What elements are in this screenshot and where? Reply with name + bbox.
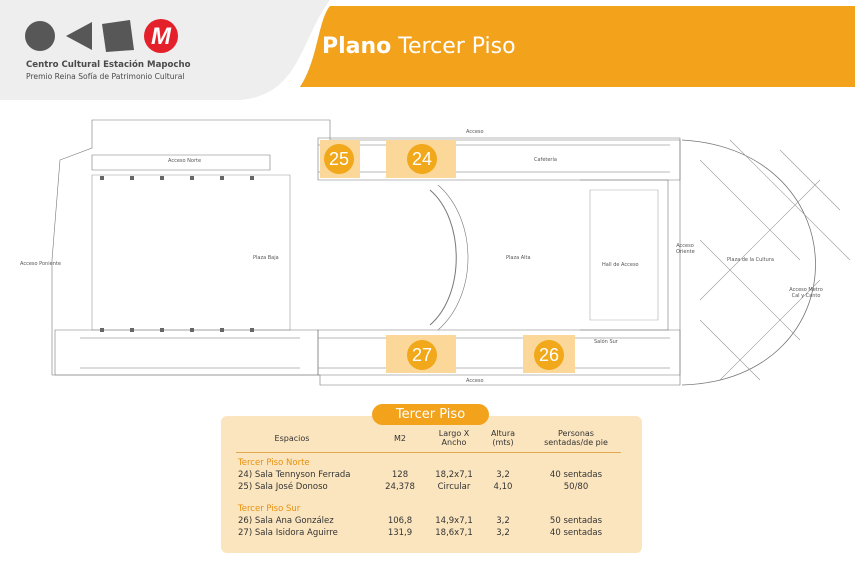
section-norte-title: Tercer Piso Norte bbox=[238, 458, 310, 468]
svg-text:M: M bbox=[151, 23, 172, 50]
section-sur-title: Tercer Piso Sur bbox=[238, 504, 301, 514]
header-altura: Altura (mts) bbox=[490, 429, 516, 447]
header-espacios: Espacios bbox=[274, 434, 310, 443]
row-personas: 50/80 bbox=[563, 482, 589, 492]
row-m2: 131,9 bbox=[387, 528, 413, 538]
label-acceso-norte: Acceso Norte bbox=[168, 158, 202, 164]
header-personas: Personas sentadas/de pie bbox=[544, 429, 608, 447]
row-espacio: 25) Sala José Donoso bbox=[238, 482, 328, 492]
room-25-marker: 25 bbox=[324, 144, 354, 174]
spaces-table bbox=[221, 416, 642, 553]
label-plaza-alta: Plaza Alta bbox=[506, 255, 531, 261]
label-acceso-oriente: Acceso Oriente bbox=[676, 243, 695, 255]
room-26-marker: 26 bbox=[534, 340, 564, 370]
logo-shapes-icon: M bbox=[25, 19, 178, 53]
label-plaza-cultura: Plaza de la Cultura bbox=[727, 257, 774, 263]
page-title-bold: Plano bbox=[322, 34, 392, 59]
row-largo-ancho: 18,6x7,1 bbox=[435, 528, 473, 538]
row-altura: 3,2 bbox=[496, 470, 510, 480]
row-m2: 128 bbox=[391, 470, 409, 480]
logo-subtitle: Premio Reina Sofía de Patrimonio Cultura… bbox=[26, 72, 185, 81]
title-band bbox=[300, 6, 855, 87]
row-largo-ancho: 14,9x7,1 bbox=[435, 516, 473, 526]
row-personas: 40 sentadas bbox=[549, 470, 603, 480]
header-m2: M2 bbox=[394, 434, 406, 443]
page-title: Plano Tercer Piso bbox=[322, 34, 516, 59]
label-acceso-top: Acceso bbox=[466, 129, 484, 135]
row-largo-ancho: 18,2x7,1 bbox=[435, 470, 473, 480]
row-m2: 24,378 bbox=[385, 482, 415, 492]
row-altura: 3,2 bbox=[496, 528, 510, 538]
row-altura: 3,2 bbox=[496, 516, 510, 526]
label-acceso-bottom: Acceso bbox=[466, 378, 484, 384]
table-tab: Tercer Piso bbox=[372, 404, 489, 425]
row-espacio: 26) Sala Ana González bbox=[238, 516, 334, 526]
row-espacio: 24) Sala Tennyson Ferrada bbox=[238, 470, 351, 480]
label-acceso-metro: Acceso Metro Cal y Canto bbox=[789, 287, 823, 299]
label-hall-acceso: Hall de Acceso bbox=[602, 262, 639, 268]
label-salon-sur: Salón Sur bbox=[594, 339, 618, 345]
table-divider bbox=[236, 452, 621, 453]
header-banner bbox=[0, 0, 855, 100]
label-plaza-baja: Plaza Baja bbox=[253, 255, 279, 261]
row-personas: 40 sentadas bbox=[549, 528, 603, 538]
logo-title: Centro Cultural Estación Mapocho bbox=[26, 60, 191, 70]
row-personas: 50 sentadas bbox=[549, 516, 603, 526]
room-24-marker: 24 bbox=[407, 144, 437, 174]
label-cafeteria: Cafetería bbox=[534, 157, 557, 163]
row-espacio: 27) Sala Isidora Aguirre bbox=[238, 528, 338, 538]
row-m2: 106,8 bbox=[387, 516, 413, 526]
header-largo-ancho: Largo X Ancho bbox=[438, 429, 470, 447]
row-altura: 4,10 bbox=[493, 482, 513, 492]
page-title-rest: Tercer Piso bbox=[398, 34, 516, 59]
label-acceso-poniente: Acceso Poniente bbox=[20, 261, 61, 267]
room-27-marker: 27 bbox=[407, 340, 437, 370]
row-largo-ancho: Circular bbox=[437, 482, 471, 492]
logo: M Centro Cultural Estación Mapocho Premi… bbox=[24, 14, 224, 94]
